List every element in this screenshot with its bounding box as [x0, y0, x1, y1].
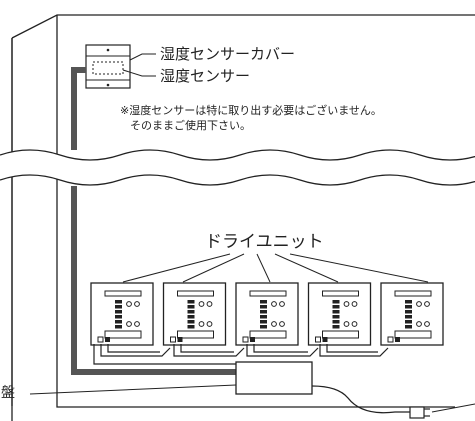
unit-led — [187, 325, 195, 329]
unit-port — [322, 337, 328, 342]
dry-unit — [380, 282, 444, 346]
unit-led — [115, 320, 122, 324]
unit-led — [405, 310, 412, 314]
unit-knob — [424, 301, 430, 307]
unit-led — [260, 315, 267, 319]
unit-led — [115, 325, 122, 329]
note-line-2: そのままご使用下さい。 — [130, 118, 251, 132]
unit-led — [260, 325, 267, 329]
panel-label: 盤 — [1, 385, 15, 401]
unit-port — [177, 337, 183, 342]
break-wave — [0, 149, 475, 186]
unit-knob — [206, 301, 213, 307]
cabinet — [11, 14, 475, 421]
unit-knob — [206, 321, 213, 327]
unit-knob — [198, 301, 205, 307]
unit-led — [187, 310, 195, 314]
unit-led — [405, 320, 412, 324]
unit-led — [115, 305, 122, 309]
dry-unit-leaders — [122, 253, 429, 283]
unit-led — [405, 315, 412, 319]
unit-knob — [343, 301, 350, 307]
unit-led — [115, 300, 122, 304]
unit-led — [187, 315, 195, 319]
unit-port — [242, 336, 249, 343]
unit-knob — [424, 321, 430, 327]
unit-knob — [279, 321, 285, 327]
unit-port — [250, 337, 255, 342]
unit-port — [315, 336, 321, 343]
control-panel-box — [235, 361, 313, 395]
dry-unit — [307, 282, 372, 346]
unit-knob — [126, 321, 132, 327]
unit-port — [97, 336, 104, 343]
note-line-1: ※湿度センサーは特に取り出す必要はございません。 — [120, 103, 382, 117]
unit-top-slot — [322, 290, 359, 297]
unit-knob — [279, 301, 285, 307]
unit-bottom-slot — [104, 330, 142, 339]
unit-knob — [343, 321, 350, 327]
sensor-dashed — [92, 61, 124, 75]
unit-led — [405, 300, 412, 304]
unit-knob — [351, 321, 358, 327]
unit-knob — [198, 321, 205, 327]
unit-led — [187, 320, 195, 324]
outlet-line — [431, 403, 475, 413]
unit-knob — [126, 301, 132, 307]
unit-knob — [351, 301, 358, 307]
unit-led — [115, 310, 122, 314]
power-plug — [409, 406, 430, 419]
unit-knob — [134, 321, 140, 327]
unit-led — [405, 305, 412, 309]
unit-led — [332, 320, 340, 324]
dry-unit-label: ドライユニット — [205, 232, 324, 252]
unit-knob — [416, 301, 422, 307]
unit-top-slot — [104, 290, 142, 297]
power-cord — [311, 385, 410, 414]
unit-led — [332, 305, 340, 309]
sensor-label: 湿度センサー — [160, 67, 250, 85]
unit-led — [115, 315, 122, 319]
unit-led — [260, 320, 267, 324]
sensor-cover-box — [85, 44, 131, 89]
unit-knob — [271, 301, 277, 307]
sensor-leaders — [122, 53, 156, 77]
dry-units — [90, 282, 444, 346]
unit-port — [395, 337, 400, 342]
dry-unit — [90, 282, 154, 346]
unit-bottom-slot — [322, 330, 359, 339]
unit-top-slot — [394, 290, 432, 297]
unit-led — [260, 300, 267, 304]
unit-led — [260, 310, 267, 314]
unit-bottom-slot — [249, 330, 287, 339]
unit-top-slot — [249, 290, 287, 297]
unit-led — [405, 325, 412, 329]
unit-port — [105, 337, 110, 342]
unit-led — [187, 305, 195, 309]
unit-port — [387, 336, 394, 343]
unit-led — [187, 300, 195, 304]
unit-interconnect-cable — [93, 344, 389, 365]
unit-bottom-slot — [177, 330, 214, 339]
unit-port — [170, 336, 176, 343]
unit-knob — [271, 321, 277, 327]
unit-led — [332, 325, 340, 329]
unit-led — [332, 300, 340, 304]
unit-led — [332, 310, 340, 314]
unit-knob — [416, 321, 422, 327]
dry-unit — [235, 282, 299, 346]
unit-knob — [134, 301, 140, 307]
unit-led — [260, 305, 267, 309]
unit-top-slot — [177, 290, 214, 297]
panel-leader — [29, 384, 237, 395]
dry-unit — [162, 282, 227, 346]
unit-led — [332, 315, 340, 319]
sensor-cover-label: 湿度センサーカバー — [160, 45, 295, 63]
unit-bottom-slot — [394, 330, 432, 339]
sensor-cable — [71, 67, 236, 375]
